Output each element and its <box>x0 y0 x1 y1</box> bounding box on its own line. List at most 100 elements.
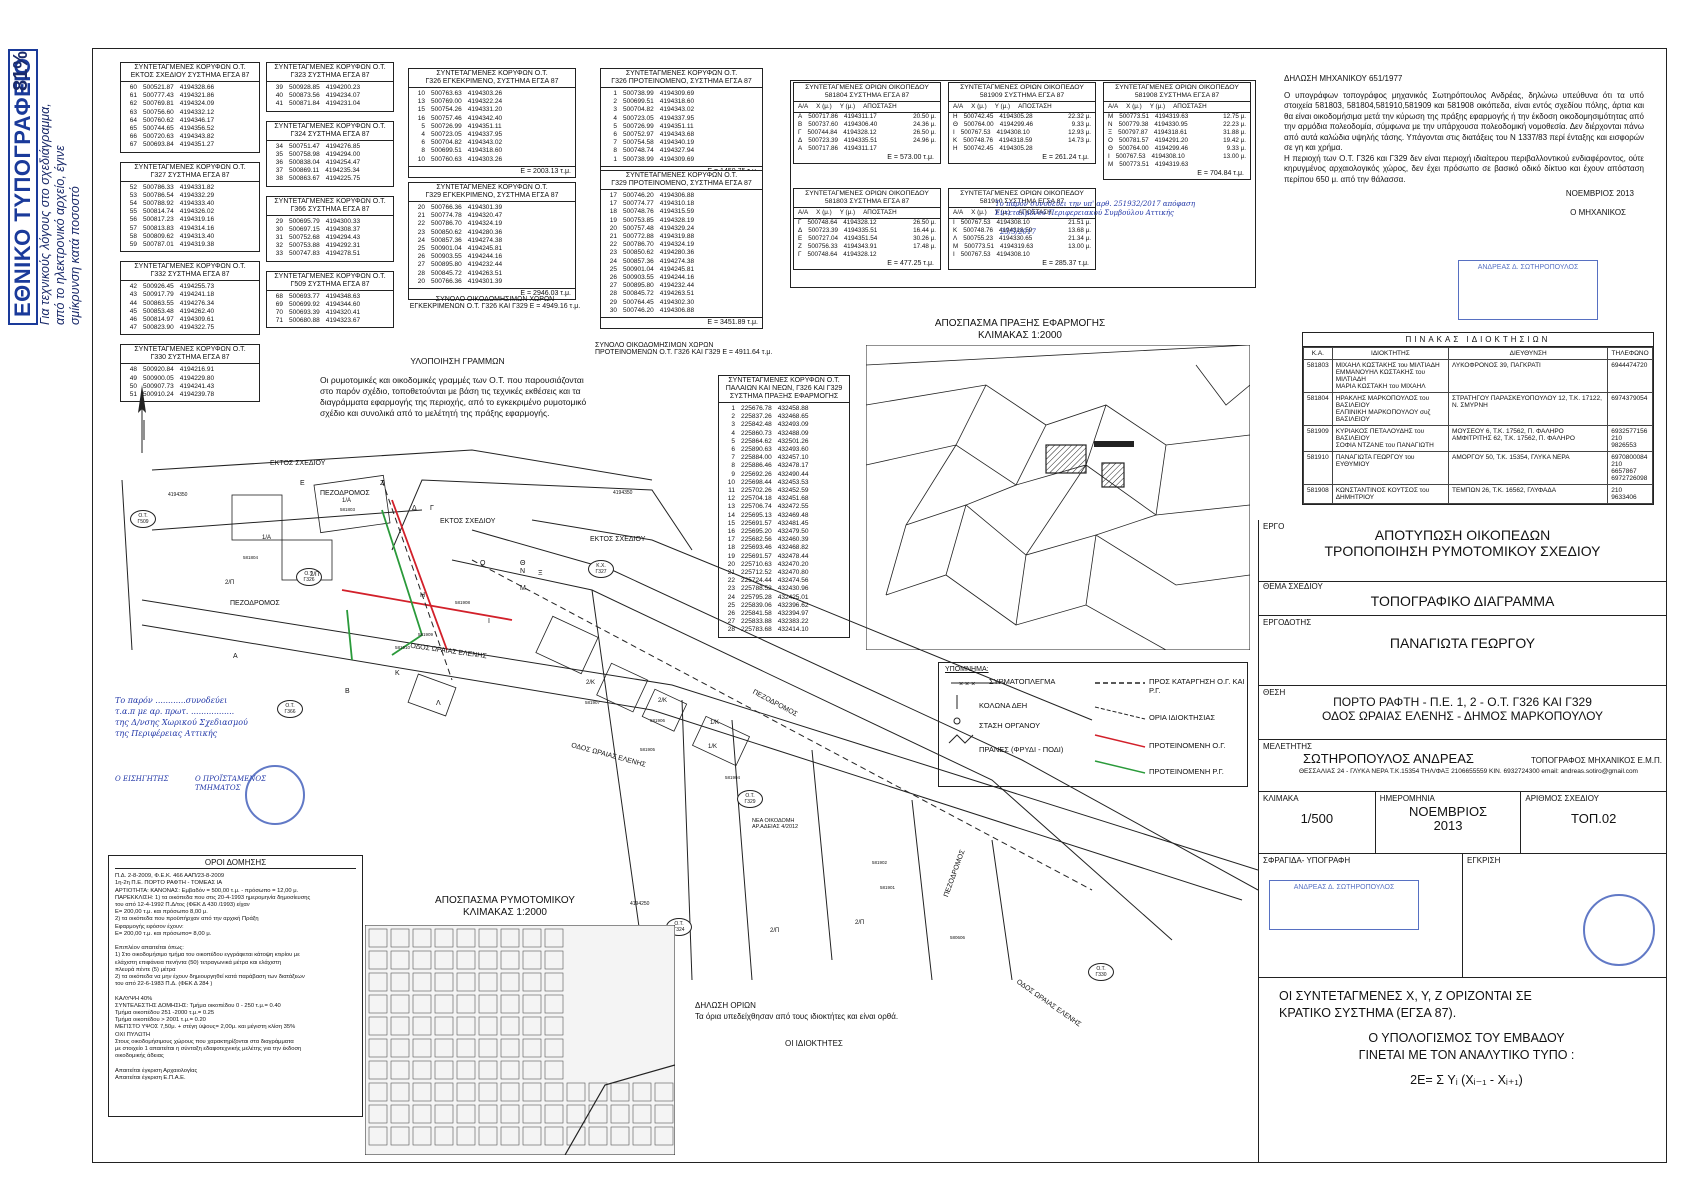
table-cell: 4194276.34 <box>179 299 215 307</box>
zoning-block <box>368 1060 388 1080</box>
table-g326-proposed: ΣΥΝΤΕΤΑΓΜΕΝΕΣ ΚΟΡΥΦΩΝ Ο.Τ. Γ326 ΠΡΟΤΕΙΝΟ… <box>600 68 763 179</box>
table-cell: 18 <box>727 544 735 552</box>
zoning-block <box>456 950 476 970</box>
table-cell: 432383.22 <box>777 618 809 626</box>
zoning-block <box>654 1104 674 1124</box>
table-cell: 500737.60 <box>808 121 838 128</box>
building-label: 2/Π <box>225 580 235 586</box>
rules-line: 2) τα οικόπεδα που προϋπήρχαν από την αρ… <box>115 916 259 923</box>
zoning-block <box>368 1082 388 1102</box>
table-cell: Γ <box>798 129 802 136</box>
table-cell: 8 <box>421 147 425 155</box>
table-cell: 432458.88 <box>777 405 809 412</box>
zoning-block <box>544 972 564 992</box>
zoning-block <box>412 950 432 970</box>
outside-plan-label-3: ΕΚΤΟΣ ΣΧΕΔΙΟΥ <box>590 536 646 543</box>
coordinate-tick: 4194250 <box>630 901 650 907</box>
zoning-block <box>522 1060 542 1080</box>
title-block: ΕΡΓΟ ΑΠΟΤΥΠΩΣΗ ΟΙΚΟΠΕΔΩΝ ΤΡΟΠΟΠΟΙΗΣΗ ΡΥΜ… <box>1258 520 1666 1163</box>
table-cell: 4194263.51 <box>467 269 503 277</box>
table-cell: 11 <box>728 487 735 495</box>
zoning-block <box>434 928 454 948</box>
table-cell: H <box>953 145 958 152</box>
summary-approved: ΣΥΝΟΛΟ ΟΙΚΟΔΟΜΗΣΙΜΩΝ ΧΩΡΩΝ ΕΓΚΕΚΡΙΜΕΝΩΝ … <box>409 296 581 310</box>
building-rules-title: ΟΡΟΙ ΔΟΜΗΣΗΣ <box>115 858 356 870</box>
table-cell: 68 <box>275 292 283 300</box>
tb-date-value: ΝΟΕΜΒΡΙΟΣ 2013 <box>1408 804 1488 833</box>
table-g326-approved: ΣΥΝΤΕΤΑΓΜΕΝΕΣ ΚΟΡΥΦΩΝ Ο.Τ. Γ326 ΕΓΚΕΚΡΙΜ… <box>408 68 576 179</box>
table-cell: 6 <box>731 446 735 454</box>
ot-tag: Ο.Τ. Γ326 <box>296 568 322 586</box>
table-cell: 500781.57 <box>1118 137 1149 144</box>
building-label: 2/Π <box>310 572 320 578</box>
point-letter: A <box>233 653 238 660</box>
table-cell: 13.00 μ. <box>1068 243 1091 250</box>
table-cell: 500901.04 <box>623 265 654 273</box>
table-cell: 6974379054 <box>1607 392 1653 426</box>
table-cell: 4194244.16 <box>659 274 695 282</box>
tb-scale-label: ΚΛΙΜΑΚΑ <box>1263 794 1299 803</box>
table-cell: 57 <box>129 224 137 232</box>
table-cell: 4194333.40 <box>179 200 215 207</box>
zoning-block <box>610 1082 630 1102</box>
table-cell: 432478.44 <box>777 552 809 560</box>
table-cell: 500760.62 <box>143 116 174 124</box>
plot-tables-frame <box>790 80 1256 288</box>
table-cell: 4194331.82 <box>179 183 215 191</box>
zoning-block <box>566 1126 586 1146</box>
table-cell: 28 <box>727 626 735 634</box>
building-label: 2/Π <box>855 920 865 926</box>
tb-scale-value: 1/500 <box>1300 811 1334 826</box>
table-cell: 4194301.39 <box>467 204 503 211</box>
owners-col-header: ΤΗΛΕΦΩΝΟ <box>1607 347 1653 360</box>
table-cell: 500779.38 <box>1118 121 1149 128</box>
zoning-block <box>456 1060 476 1080</box>
table-cell: 4194340.19 <box>659 139 695 147</box>
table-cell: 500774.77 <box>623 200 654 208</box>
table-cell: 432481.45 <box>777 519 809 527</box>
table-cell: 4194309.69 <box>659 90 695 97</box>
table-cell: 500726.99 <box>431 122 462 130</box>
table-cell: 581804 <box>1303 392 1333 426</box>
tb-num-value: ΤΟΠ.02 <box>1571 811 1617 826</box>
table-cell: ΑΜΟΡΓΟΥ 50, Τ.Κ. 15354, ΓΛΥΚΑ ΝΕΡΑ <box>1448 451 1609 485</box>
table-cell: 2 <box>731 413 735 421</box>
table-cell: 17.48 μ. <box>913 243 936 250</box>
lines-implementation-text: Οι ρυμοτομικές και οικοδομικές γραμμές τ… <box>320 375 587 418</box>
table-cell: 225695.13 <box>741 511 772 519</box>
table-cell: 4194320.41 <box>325 309 361 316</box>
zoning-block <box>412 1082 432 1102</box>
table-cell: Z <box>798 243 802 250</box>
table-cell: 500853.48 <box>143 307 174 315</box>
table-cell: 500763.63 <box>431 90 462 97</box>
tb-work: ΕΡΓΟ ΑΠΟΤΥΠΩΣΗ ΟΙΚΟΠΕΔΩΝ ΤΡΟΠΟΠΟΙΗΣΗ ΡΥΜ… <box>1259 520 1666 582</box>
table-cell: 432414.10 <box>777 626 809 634</box>
tb-coords-note: ΟΙ ΣΥΝΤΕΤΑΓΜΕΝΕΣ Χ, Υ, Ζ ΟΡΙΖΟΝΤΑΙ ΣΕ ΚΡ… <box>1279 989 1532 1020</box>
table-cell: 4194308.37 <box>325 225 361 233</box>
plot-id: 581803 <box>340 507 356 512</box>
tb-client-label: ΕΡΓΟΔΟΤΗΣ <box>1263 618 1312 627</box>
table-cell: A <box>798 113 803 120</box>
handwritten-top-note: Το παρόν συνοδεύει την υπ' αρθ. 251932/2… <box>995 200 1196 217</box>
table-cell: 12 <box>727 495 735 503</box>
